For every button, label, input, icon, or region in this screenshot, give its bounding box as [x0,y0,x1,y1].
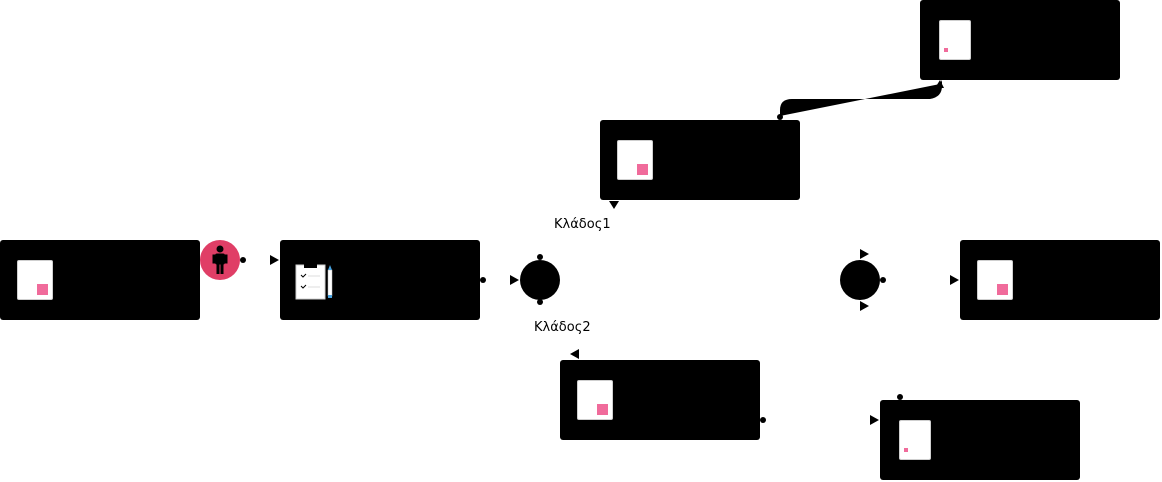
arrowhead-to-bottom-right [870,415,879,425]
clipboard-icon [295,263,333,300]
document-icon [617,140,653,180]
top-connector[interactable] [780,80,942,116]
port-dot[interactable] [537,299,543,305]
status-marker [944,48,948,52]
split-gateway[interactable] [520,260,560,300]
arrowhead-top [935,80,944,88]
arrowhead-to-form [270,255,279,265]
branch2-label: Κλάδος2 [534,320,591,335]
status-marker [37,284,48,295]
port-dot[interactable] [240,257,246,263]
status-marker [997,284,1008,295]
document-icon [899,420,931,460]
port-dot[interactable] [760,417,766,423]
port-dot[interactable] [880,277,886,283]
port-dot[interactable] [897,394,903,400]
arrowhead-branch1 [609,201,619,209]
port-dot[interactable] [480,277,486,283]
branch2-task-node[interactable] [560,360,760,440]
top-task-node[interactable] [920,0,1120,80]
form-task-node[interactable] [280,240,480,320]
arrowhead-join-bottom [860,301,869,311]
arrowhead-to-end [950,275,959,285]
join-gateway[interactable] [840,260,880,300]
status-marker [597,404,608,415]
port-dot[interactable] [777,114,783,120]
status-marker [637,164,648,175]
end-task-node[interactable] [960,240,1160,320]
port-dot[interactable] [537,254,543,260]
person-icon [212,245,228,274]
branch1-label: Κλάδος1 [554,217,611,232]
status-marker [904,448,908,452]
arrowhead-to-split [510,275,519,285]
arrowhead-join-top [860,249,869,259]
branch1-task-node[interactable] [600,120,800,200]
arrowhead-branch2 [570,349,579,359]
start-task-node[interactable] [0,240,200,320]
document-icon [939,20,971,60]
bottom-right-task-node[interactable] [880,400,1080,480]
